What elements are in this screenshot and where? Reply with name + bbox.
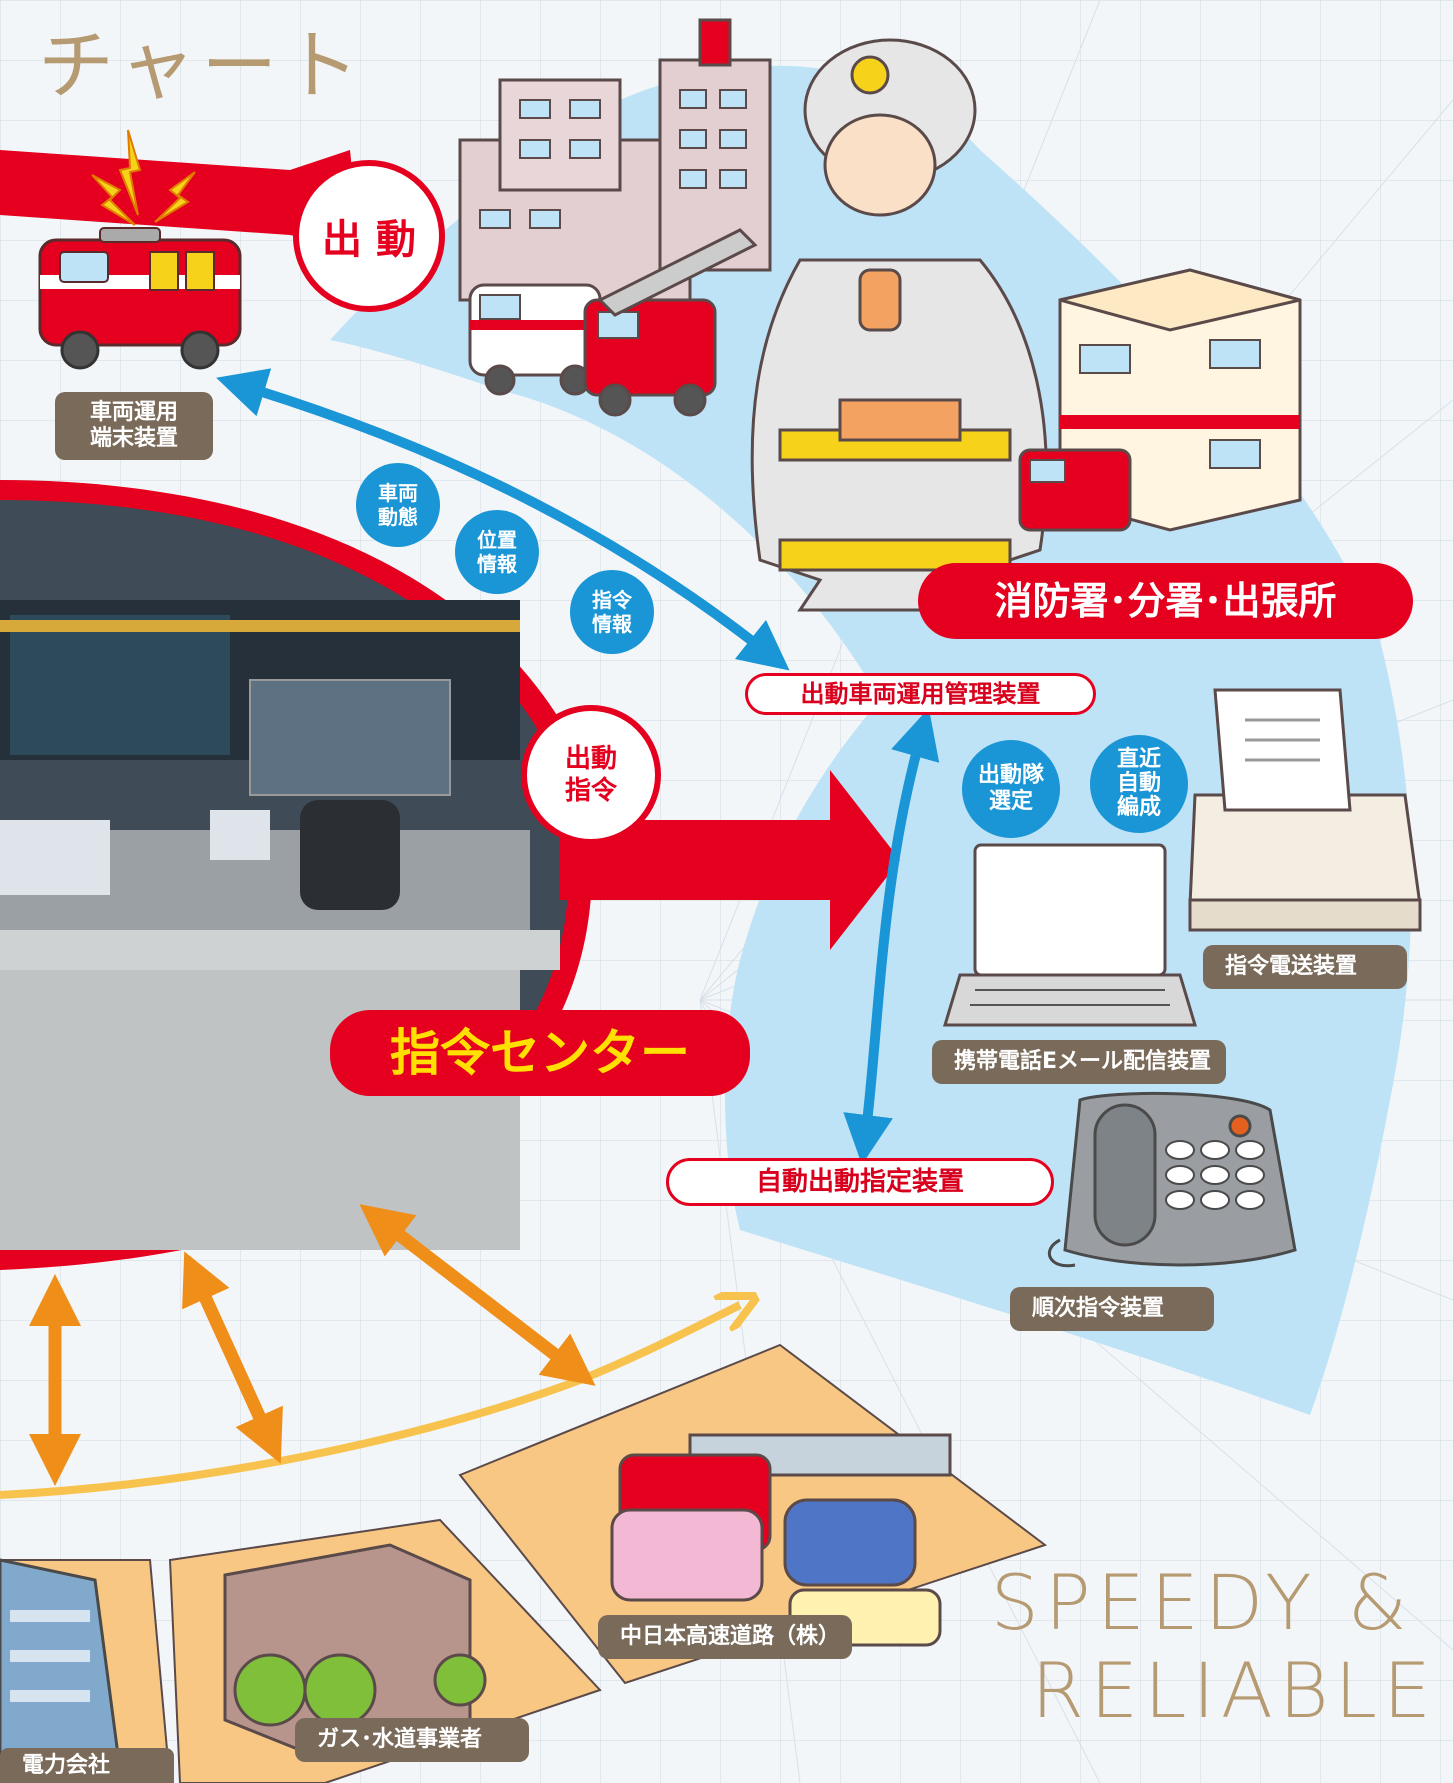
dispatch-command-arrow (560, 770, 900, 950)
partner-flow-arrow (0, 1305, 740, 1499)
vehicle-mgmt-label: 出動車両運用管理装置 (745, 673, 1096, 715)
vehicle-terminal-label: 車両運用 端末装置 (55, 392, 213, 460)
command-center-label: 指令センター (330, 1010, 750, 1096)
command-info-bubble: 指令 情報 (570, 570, 654, 654)
auto-formation-bubble: 直近 自動 編成 (1090, 735, 1188, 833)
vehicle-status-bubble: 車両 動態 (356, 463, 440, 547)
unit-selection-bubble: 出動隊 選定 (962, 740, 1060, 838)
power-company-building-icon (0, 1558, 122, 1772)
firefighter-icon (750, 38, 1048, 612)
dispatch-label: 出 動 (293, 160, 445, 312)
fire-station-label: 消防署･分署･出張所 (918, 563, 1413, 639)
page-title: チャート (38, 21, 366, 110)
expressway-vehicles-icon (610, 1433, 952, 1647)
laptop-icon (942, 843, 1198, 1027)
office-building-icon (223, 1543, 487, 1752)
sequential-command-label: 順次指令装置 (1010, 1287, 1214, 1331)
corner-text-line2: RELIABLE (1031, 1646, 1437, 1735)
position-info-bubble: 位置 情報 (455, 510, 539, 594)
telephone-icon (1047, 1091, 1297, 1268)
dispatch-command-label: 出動 指令 (521, 705, 661, 845)
partner-link-arrows (29, 1204, 596, 1486)
expressway-label: 中日本高速道路（株） (598, 1615, 852, 1659)
fax-machine-icon (1188, 688, 1422, 932)
command-transmission-label: 指令電送装置 (1203, 945, 1407, 989)
gas-water-label: ガス･水道事業者 (295, 1718, 529, 1762)
email-system-label: 携帯電話Eメール配信装置 (932, 1040, 1226, 1084)
lightning-icon (91, 129, 196, 226)
power-company-label: 電力会社 (0, 1748, 174, 1783)
auto-dispatch-arrow (843, 707, 940, 1165)
fire-engine-icon (38, 227, 242, 370)
auto-dispatch-label: 自動出動指定装置 (666, 1158, 1054, 1206)
corner-text-line1: SPEEDY & (990, 1558, 1413, 1647)
vehicle-info-arrow (216, 368, 790, 671)
station-building-icon (1018, 268, 1302, 532)
